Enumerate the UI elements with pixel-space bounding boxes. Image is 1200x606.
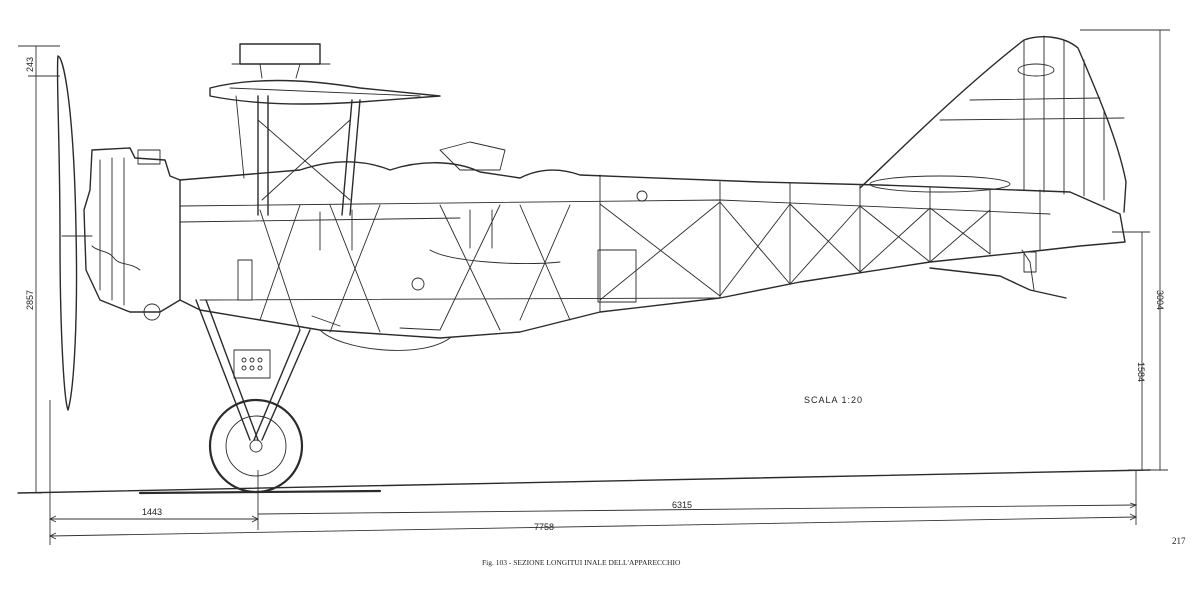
upper-wing — [209, 43, 441, 105]
page-number: 217 — [1172, 536, 1186, 546]
dim-label-span-front: 1443 — [142, 507, 162, 517]
dim-label-height-left: 2857 — [25, 290, 35, 310]
dimension-height-left — [18, 45, 60, 494]
cockpit-details — [311, 190, 648, 331]
fuselage-truss — [237, 174, 1041, 333]
tail-fin — [859, 35, 1127, 213]
dim-label-top-offset: 243 — [25, 57, 35, 72]
scale-label: SCALA 1:20 — [804, 395, 863, 405]
cabane-struts — [235, 95, 361, 216]
dim-label-height-mid: 1584 — [1136, 362, 1146, 382]
dim-label-overall-length: 7758 — [534, 522, 554, 532]
dim-label-height-right: 3004 — [1155, 290, 1165, 310]
dim-label-span-rear: 6315 — [672, 500, 692, 510]
dimension-height-right — [1080, 29, 1170, 471]
dimension-length — [48, 400, 1138, 545]
landing-wheel — [208, 398, 304, 494]
propeller — [56, 55, 93, 411]
tail-skid — [929, 249, 1067, 299]
engine — [83, 147, 181, 321]
ground-line — [17, 469, 1151, 495]
figure-caption: Fig. 103 - SEZIONE LONGITUI INALE DELL'A… — [482, 558, 681, 567]
